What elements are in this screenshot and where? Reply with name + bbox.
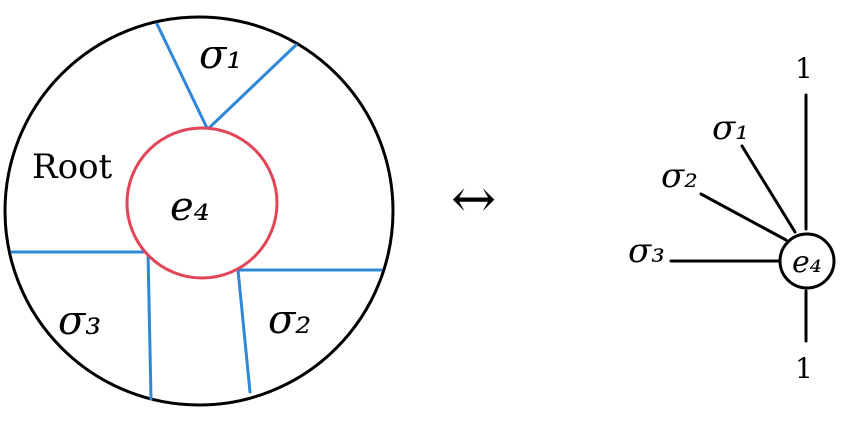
sigma1-boundary-right bbox=[207, 43, 298, 130]
sigma1-boundary-left bbox=[155, 22, 209, 130]
sigma1-edge bbox=[740, 144, 797, 234]
sigma2-left-label: σ₂ bbox=[268, 297, 311, 343]
sigma3-right-label: σ₃ bbox=[628, 231, 665, 271]
sigma2-boundary-left bbox=[236, 268, 252, 394]
sigma3-boundary-right bbox=[146, 250, 153, 401]
bottom-label: 1 bbox=[795, 352, 813, 385]
top-label: 1 bbox=[795, 52, 813, 85]
sigma3-left-label: σ₃ bbox=[58, 298, 101, 344]
e4-node bbox=[778, 232, 836, 290]
right-diagram: 1 1 σ₁ σ₂ σ₃ e₄ bbox=[628, 52, 836, 385]
bidirectional-arrow: ↔ bbox=[451, 167, 496, 230]
root-label: Root bbox=[32, 147, 113, 187]
sigma1-left-label: σ₁ bbox=[199, 32, 242, 78]
sigma2-right-label: σ₂ bbox=[661, 156, 698, 196]
sigma1-right-label: σ₁ bbox=[712, 108, 749, 148]
center-circle bbox=[125, 126, 279, 280]
sigma2-edge bbox=[699, 192, 788, 242]
e4-node-label: e₄ bbox=[792, 245, 822, 280]
outer-circle bbox=[3, 15, 395, 407]
center-label: e₄ bbox=[170, 184, 210, 230]
left-diagram: Root e₄ σ₁ σ₂ σ₃ bbox=[3, 15, 395, 407]
